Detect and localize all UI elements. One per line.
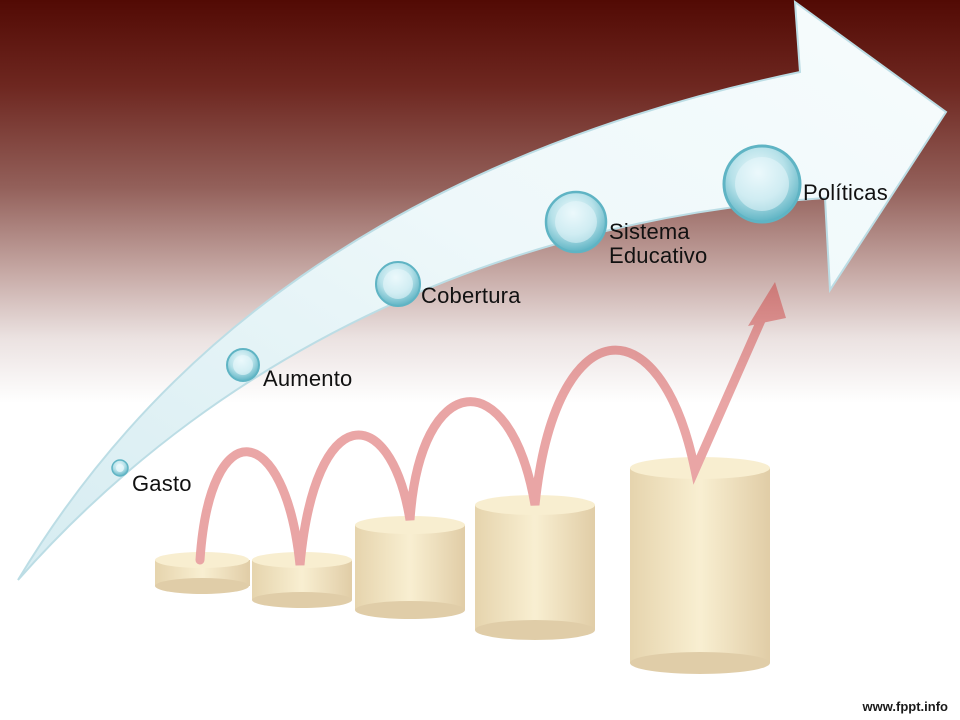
step-label-cobertura: Cobertura [421, 283, 521, 308]
step-label-sistema-educativo: Sistema Educativo [609, 219, 708, 268]
coin-stack-2 [252, 552, 352, 608]
coin-stack-4 [475, 495, 595, 640]
growth-arrow [195, 295, 775, 566]
step-label-politicas: Políticas [803, 180, 888, 205]
process-arrow [17, 0, 948, 581]
step-node-gasto [111, 459, 129, 477]
growth-arrow-head [748, 282, 786, 326]
step-label-gasto: Gasto [132, 471, 192, 496]
coin-stack-3 [355, 516, 465, 619]
step-label-aumento: Aumento [263, 366, 353, 391]
watermark: www.fppt.info [862, 699, 948, 714]
step-node-politicas [722, 144, 802, 224]
coin-stack-1 [155, 552, 250, 594]
coin-stack-5 [630, 457, 770, 674]
background-illustration [155, 282, 786, 674]
step-node-aumento [226, 348, 260, 382]
step-node-cobertura [375, 261, 421, 307]
step-node-sistema-educativo [544, 190, 608, 254]
